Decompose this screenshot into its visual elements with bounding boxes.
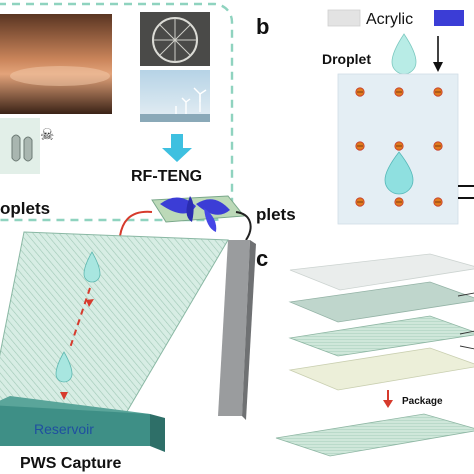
layer-stripes-upper: [288, 315, 474, 357]
layer-electrode-top: [288, 281, 474, 323]
exploded-layers: [275, 253, 474, 457]
inset-photos-group: ☠ oplets: [0, 2, 234, 222]
red-wire: [119, 210, 153, 237]
droplet-icon-upper: [83, 251, 101, 283]
layer-top-acrylic: [289, 253, 474, 291]
connector-icon: [11, 134, 33, 162]
panel-b-label: b: [256, 14, 269, 39]
skull-icon: ☠: [40, 127, 54, 144]
layer-packaged: [275, 413, 474, 457]
droplets-label: oplets: [0, 199, 50, 218]
slope-surface: [0, 231, 229, 421]
reservoir-label: Reservoir: [34, 421, 94, 437]
electrode-dots: [355, 87, 443, 207]
package-label: Package: [402, 396, 443, 407]
black-wire: [235, 211, 252, 241]
pipe-photo: [0, 14, 112, 114]
layer-leads: [457, 292, 474, 350]
droplet-on-device-icon: [384, 151, 414, 195]
droplet-legend-icon: [391, 33, 417, 75]
reservoir-front: [0, 405, 150, 446]
layer-substrate: [288, 347, 474, 391]
electrode-swatch: [434, 10, 464, 26]
windfarm-photo: [140, 70, 210, 122]
down-arrowhead-b-icon: [433, 62, 443, 72]
panel-c-label: c: [256, 246, 268, 271]
rf-teng-label: RF-TENG: [131, 168, 202, 185]
pws-capture-slope: [0, 231, 256, 452]
acrylic-label: Acrylic: [366, 11, 413, 28]
support-side: [242, 240, 256, 420]
droplets-right-label: plets: [256, 205, 296, 224]
package-arrowhead-icon: [383, 400, 393, 408]
droplet-label: Droplet: [322, 51, 371, 67]
pipe-droplet-highlight: [10, 66, 110, 86]
red-arrowhead-icon: [86, 299, 94, 307]
pws-capture-label: PWS Capture: [20, 455, 121, 472]
down-arrow-icon: [162, 134, 192, 162]
droplet-icon-lower: [55, 351, 73, 383]
wind-turbine-icon: [175, 87, 207, 114]
support-back: [218, 240, 250, 416]
red-arrowhead-bottom-icon: [60, 392, 68, 400]
acrylic-swatch: [327, 9, 361, 27]
rf-teng-device: [151, 195, 245, 232]
inset-dashed-border: [0, 2, 234, 222]
